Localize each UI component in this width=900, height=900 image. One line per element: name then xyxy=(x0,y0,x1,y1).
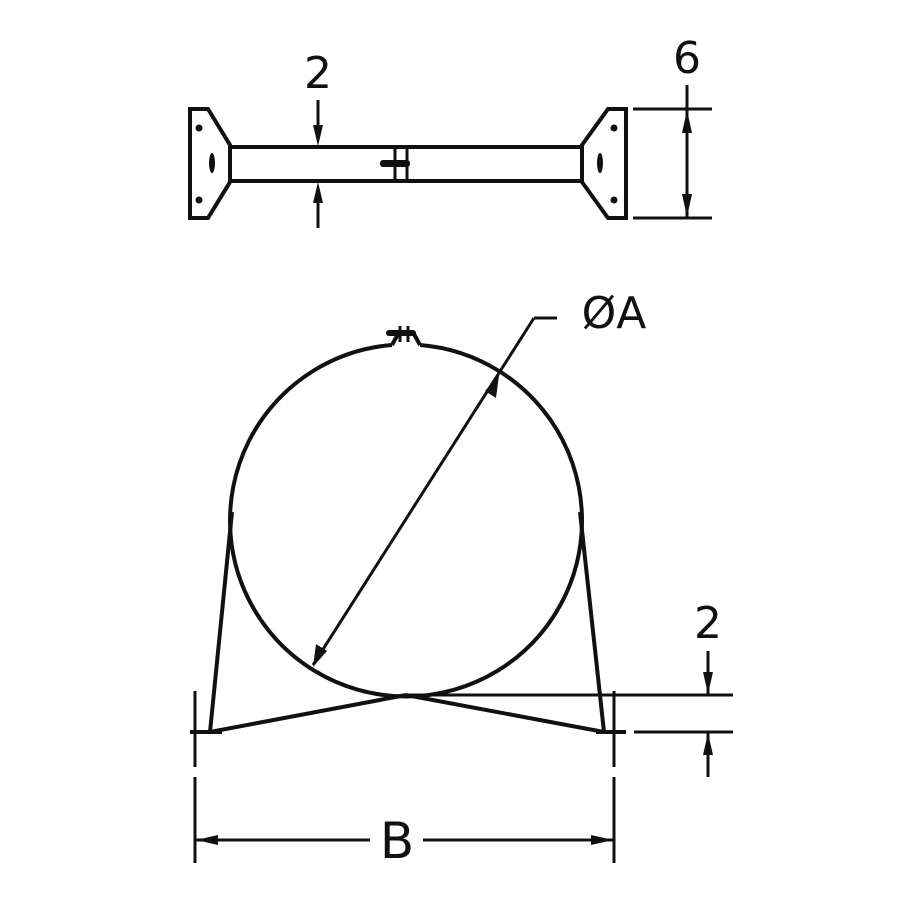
arrow-up-icon xyxy=(703,733,713,755)
support-legs xyxy=(190,511,626,734)
left-mounting-plate xyxy=(188,107,232,220)
right-mounting-plate xyxy=(580,107,628,220)
ring-clamp xyxy=(386,326,422,346)
arrow-up-icon xyxy=(313,182,323,203)
strap-bar xyxy=(230,145,582,183)
bolt-hole-icon xyxy=(195,196,203,204)
slot-icon xyxy=(209,153,215,173)
bolt-hole-icon xyxy=(610,124,618,132)
base-width-label: B xyxy=(380,812,414,870)
bolt-hole-icon xyxy=(610,196,618,204)
arrow-right-icon xyxy=(591,835,613,845)
arrow-icon xyxy=(485,375,499,398)
diameter-label: ØA xyxy=(582,288,647,339)
base-offset-label: 2 xyxy=(694,598,722,649)
arrow-left-icon xyxy=(196,835,218,845)
arrow-down-icon xyxy=(682,194,692,217)
clamp-bolt-icon xyxy=(380,160,410,167)
dimension-diameter: ØA xyxy=(311,288,647,667)
top-view: 2 6 xyxy=(188,33,712,228)
arrow-icon xyxy=(313,644,327,667)
overall-height-label: 6 xyxy=(673,33,701,84)
slot-icon xyxy=(597,153,603,173)
bolt-hole-icon xyxy=(195,124,203,132)
arrow-up-icon xyxy=(682,110,692,133)
dimension-strap-width: 2 xyxy=(304,48,332,228)
dimension-base-width: B xyxy=(193,691,616,870)
strap-width-label: 2 xyxy=(304,48,332,99)
dimension-overall-height: 6 xyxy=(633,33,712,220)
clamp-bolt-icon xyxy=(386,330,416,336)
arrow-down-icon xyxy=(313,125,323,146)
front-view: ØA 2 B xyxy=(190,288,733,870)
dimension-base-offset: 2 xyxy=(406,598,733,777)
arrow-down-icon xyxy=(703,672,713,694)
